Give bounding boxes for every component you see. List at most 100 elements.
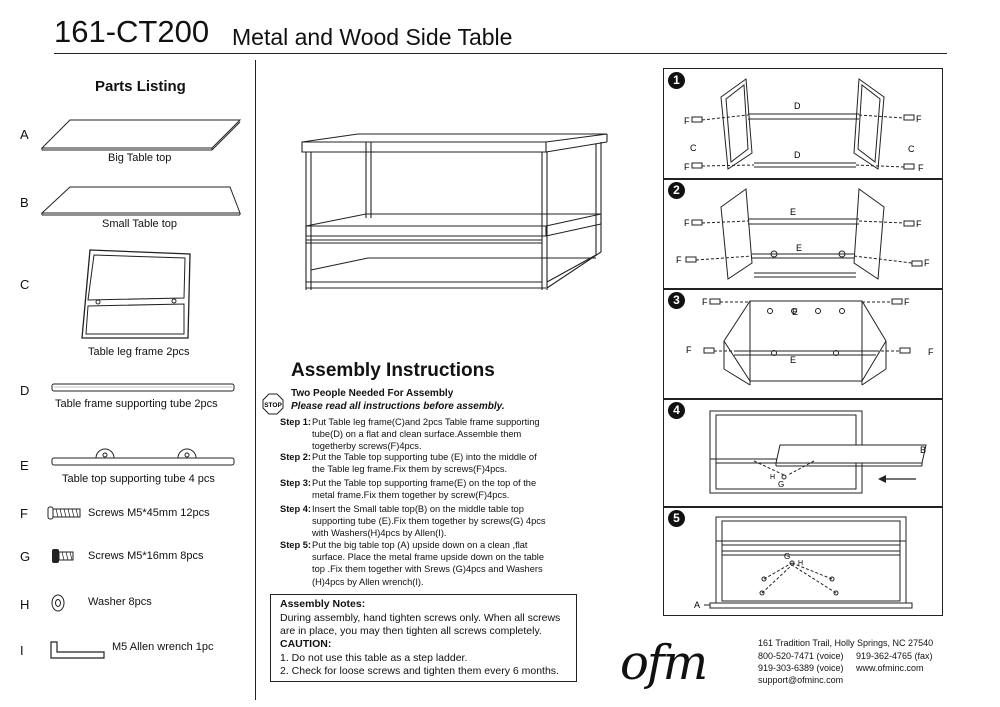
step-number-badge: 4 [668, 402, 685, 419]
assembly-panel-3: 3 E E F F F F [663, 288, 943, 400]
label-g: G [784, 552, 790, 561]
caution-line: 1. Do not use this table as a step ladde… [280, 652, 468, 664]
part-letter: G [20, 549, 31, 564]
table-illustration [301, 133, 608, 290]
two-people-notice: Two People Needed For Assembly [291, 388, 454, 399]
part-caption: Small Table top [102, 218, 178, 230]
big-table-top-image [40, 119, 242, 151]
part-caption: Big Table top [108, 152, 172, 164]
caution-title: CAUTION: [280, 638, 332, 650]
allen-wrench-icon [50, 641, 105, 659]
table-leg-frame-image [81, 249, 191, 339]
label-a: A [694, 600, 700, 610]
step-text: Put Table leg frame(C)and 2pcs Table fra… [312, 417, 540, 452]
label-d: D [794, 101, 801, 111]
label-f: F [676, 255, 682, 265]
label-f: F [684, 218, 690, 228]
column-divider [255, 60, 256, 700]
label-c: C [908, 144, 915, 154]
part-letter: A [20, 127, 29, 142]
page-title: Metal and Wood Side Table [232, 24, 513, 50]
part-letter: I [20, 643, 24, 658]
stop-sign-label: STOP [264, 402, 282, 409]
step-2-diagram: E E F F F F [676, 188, 930, 280]
header-divider [54, 53, 947, 54]
step-3-diagram: E E F F F F [686, 297, 934, 386]
assembly-notes-box: Assembly Notes: During assembly, hand ti… [270, 594, 577, 682]
part-caption: Table leg frame 2pcs [88, 346, 190, 358]
notes-title: Assembly Notes: [280, 598, 366, 610]
company-email[interactable]: support@ofminc.com [758, 675, 844, 685]
step-text: Put the Table top supporting frame(E) on… [312, 478, 537, 501]
assembly-panel-1: 1 D D F F F F C C [663, 68, 943, 180]
supporting-tube-image [51, 383, 235, 392]
part-letter: B [20, 195, 29, 210]
step-text: Put the big table top (A) upside down on… [312, 540, 545, 587]
part-caption: Table frame supporting tube 2pcs [55, 398, 218, 410]
stop-sign-icon: STOP [262, 393, 284, 415]
step-label: Step 4: [280, 504, 311, 514]
assembly-step: Step 3:Put the Table top supporting fram… [280, 477, 555, 501]
label-f: F [924, 258, 930, 268]
label-f: F [684, 162, 690, 172]
part-caption: M5 Allen wrench 1pc [112, 641, 214, 653]
label-e: E [790, 207, 796, 217]
assembly-step: Step 4:Insert the Small table top(B) on … [280, 503, 555, 540]
assembly-title: Assembly Instructions [291, 360, 495, 381]
company-address: 161 Tradition Trail, Holly Springs, NC 2… [758, 638, 934, 648]
part-caption: Screws M5*16mm 8pcs [88, 550, 204, 562]
assembly-step: Step 1:Put Table leg frame(C)and 2pcs Ta… [280, 416, 555, 453]
company-website[interactable]: www.ofminc.com [856, 663, 924, 673]
step-4-diagram: B H G [709, 410, 927, 494]
washer-icon [51, 594, 65, 612]
part-caption: Table top supporting tube 4 pcs [62, 473, 215, 485]
label-h: H [798, 560, 803, 567]
step-number-badge: 2 [668, 182, 685, 199]
company-fax: 919-362-4765 (fax) [856, 651, 933, 661]
model-number: 161-CT200 [54, 14, 210, 49]
step-label: Step 3: [280, 478, 311, 488]
step-label: Step 1: [280, 417, 311, 427]
part-letter: C [20, 277, 30, 292]
label-f: F [916, 114, 922, 124]
small-table-top-image [40, 186, 241, 216]
label-g: G [778, 480, 784, 489]
step-text: Insert the Small table top(B) on the mid… [312, 504, 546, 539]
notes-line: are in place, you may then tighten all s… [280, 625, 542, 637]
caution-line: 2. Check for loose screws and tighten th… [280, 665, 559, 677]
step-label: Step 5: [280, 540, 311, 550]
step-text: Put the Table top supporting tube (E) in… [312, 452, 537, 475]
screw-m5-16-icon [52, 549, 74, 563]
company-phone: 800-520-7471 (voice) [758, 651, 844, 661]
label-b: B [920, 445, 926, 455]
company-logo: ofm [620, 635, 708, 691]
step-1-diagram: D D F F F F C C [684, 78, 924, 173]
step-5-diagram: A G H [694, 516, 913, 610]
step-label: Step 2: [280, 452, 311, 462]
step-number-badge: 5 [668, 510, 685, 527]
assembly-panel-4: 4 B H G [663, 398, 943, 508]
label-e: E [796, 243, 802, 253]
part-letter: F [20, 506, 28, 521]
company-phone: 919-303-6389 (voice) [758, 663, 844, 673]
part-letter: E [20, 458, 29, 473]
part-caption: Screws M5*45mm 12pcs [88, 507, 210, 519]
part-letter: D [20, 383, 30, 398]
label-d: D [794, 150, 801, 160]
read-instructions-notice: Please read all instructions before asse… [291, 401, 505, 412]
screw-m5-45-icon [47, 506, 81, 520]
label-f: F [904, 297, 910, 307]
step-number-badge: 3 [668, 292, 685, 309]
label-e: E [792, 307, 798, 317]
label-f: F [928, 347, 934, 357]
label-h: H [770, 474, 775, 481]
assembly-step: Step 2:Put the Table top supporting tube… [280, 451, 555, 475]
step-number-badge: 1 [668, 72, 685, 89]
label-f: F [916, 219, 922, 229]
parts-listing-title: Parts Listing [95, 78, 186, 95]
label-f: F [684, 116, 690, 126]
label-c: C [690, 143, 697, 153]
label-f: F [702, 297, 708, 307]
assembly-panel-5: 5 A G H [663, 506, 943, 616]
assembly-panel-2: 2 E E F F F F [663, 178, 943, 290]
